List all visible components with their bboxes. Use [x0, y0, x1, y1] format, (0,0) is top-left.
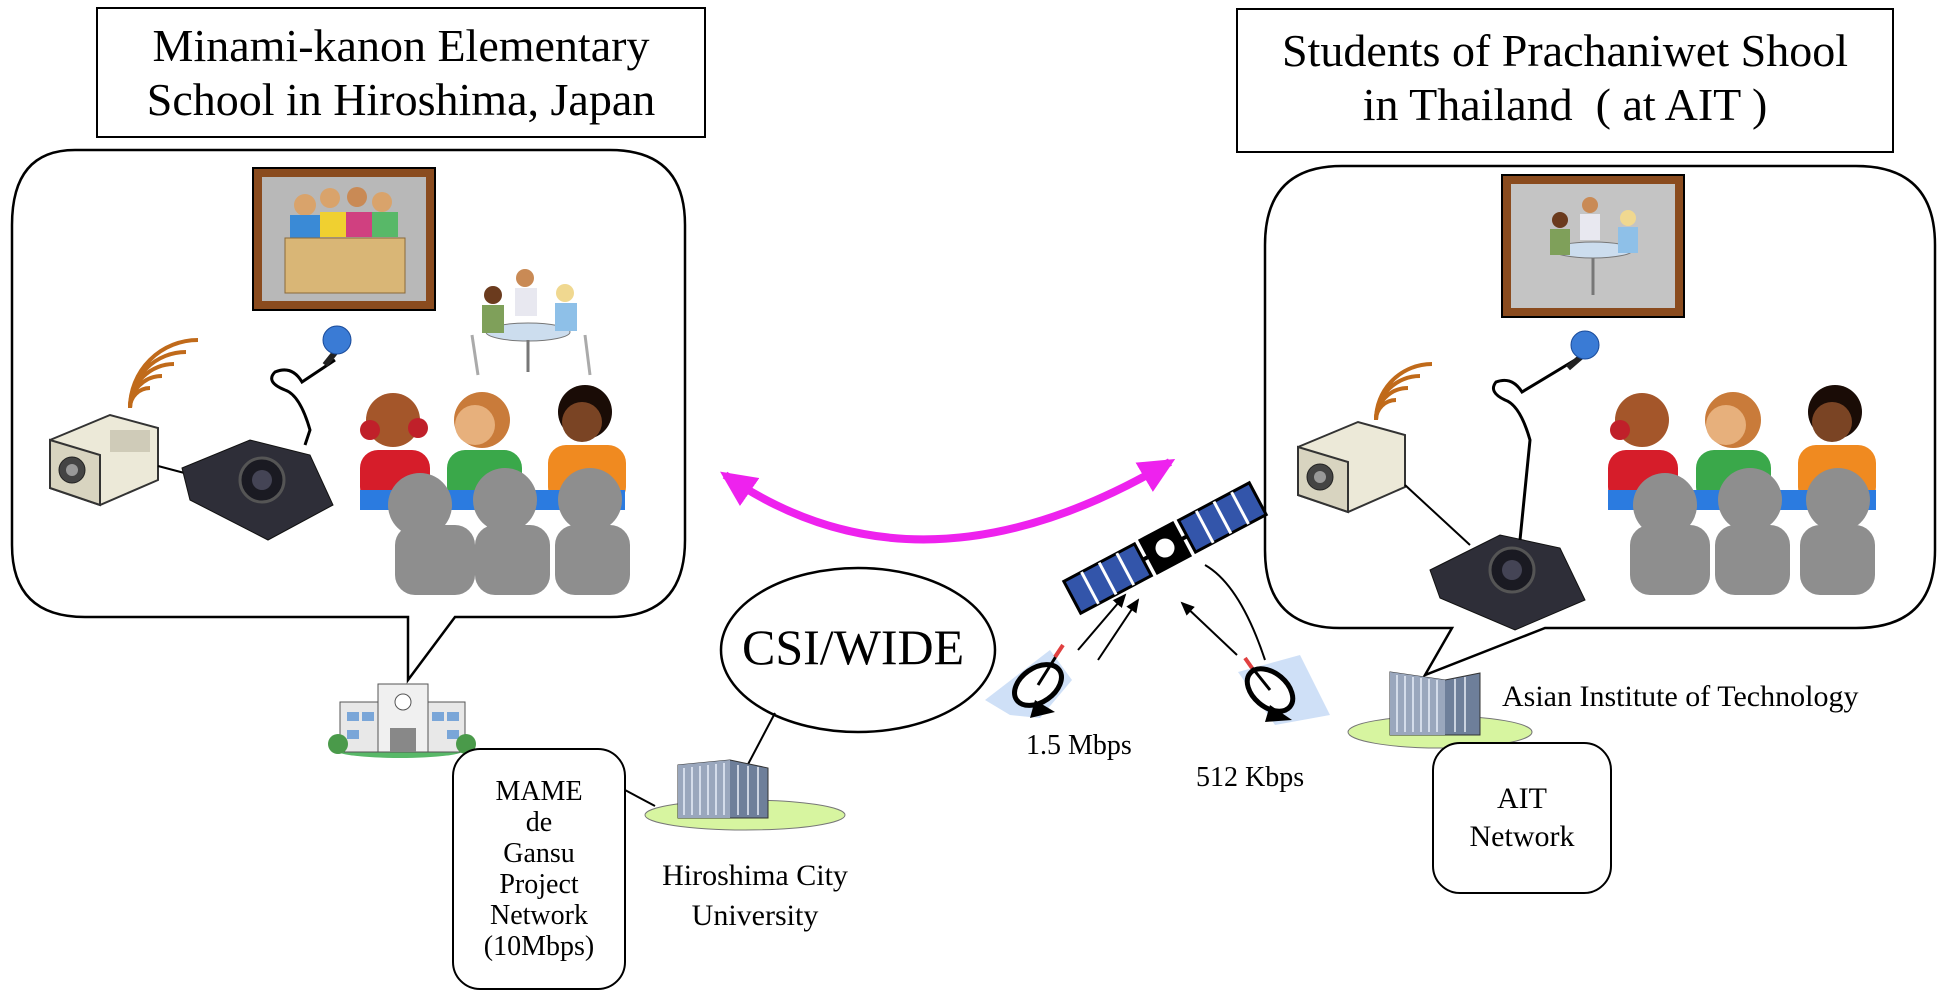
- right-students-group: [1608, 385, 1876, 595]
- csi-wide-label: CSI/WIDE: [742, 619, 965, 675]
- hiroshima-city-university-building: [644, 759, 846, 831]
- left-site-title-line2: School in Hiroshima, Japan: [146, 74, 656, 125]
- uplink-arrow-left-2: [1097, 598, 1140, 661]
- ait-network-line1: AIT: [1497, 782, 1547, 815]
- mame-to-hcu-link: [624, 789, 656, 807]
- mame-line-2: de: [525, 807, 553, 838]
- left-kids-table-illustration: [470, 269, 592, 376]
- left-students-group: [360, 385, 630, 595]
- right-site-title-line2: in Thailand ( at AIT ): [1362, 79, 1768, 130]
- uplink-arrow-left-1: [1077, 593, 1127, 651]
- ait-network-box: AIT Network: [1432, 742, 1612, 894]
- ait-network-line2: Network: [1469, 820, 1575, 853]
- right-wireless-waves: [1374, 362, 1433, 421]
- right-video-camera: [1429, 534, 1586, 631]
- uplink-arrow-right: [1180, 601, 1238, 656]
- left-site-title: Minami-kanon Elementary School in Hirosh…: [96, 7, 706, 138]
- left-video-frame: [252, 167, 436, 311]
- left-satellite-dish: [985, 643, 1072, 718]
- school-building-icon: [328, 683, 476, 758]
- mame-line-6: (10Mbps): [483, 931, 595, 962]
- left-projector: [49, 413, 159, 507]
- link-speed-right: 512 Kbps: [1196, 762, 1305, 793]
- hcu-label: Hiroshima City University: [590, 856, 920, 936]
- right-video-frame: [1501, 174, 1685, 318]
- csi-wide-cloud: [719, 566, 997, 734]
- ait-campus-building: [1347, 671, 1533, 749]
- satellite-icon: [1061, 480, 1269, 616]
- left-wireless-waves: [128, 338, 199, 409]
- left-video-camera: [181, 439, 334, 541]
- left-microphone: [270, 325, 352, 446]
- ait-label: Asian Institute of Technology: [1502, 680, 1859, 713]
- mame-line-1: MAME: [495, 776, 583, 807]
- exchange-arrow: [720, 458, 1176, 544]
- right-projector: [1297, 420, 1406, 514]
- right-site-title-line1: Students of Prachaniwet Shool: [1282, 25, 1848, 76]
- mame-line-5: Network: [490, 900, 588, 931]
- csi-to-hcu-link: [744, 712, 776, 771]
- left-site-title-line1: Minami-kanon Elementary: [152, 20, 650, 71]
- right-satellite-dish: [1238, 655, 1330, 725]
- mame-network-box: MAME de Gansu Project Network (10Mbps): [452, 748, 626, 990]
- mame-line-4: Project: [499, 869, 579, 900]
- link-speed-left: 1.5 Mbps: [1026, 730, 1132, 761]
- hcu-label-line1: Hiroshima City: [662, 859, 848, 892]
- right-microphone: [1492, 330, 1600, 541]
- hcu-label-line2: University: [691, 899, 819, 932]
- uplink-curve-right: [1204, 564, 1266, 661]
- right-site-title: Students of Prachaniwet Shool in Thailan…: [1236, 8, 1894, 153]
- mame-line-3: Gansu: [503, 838, 575, 869]
